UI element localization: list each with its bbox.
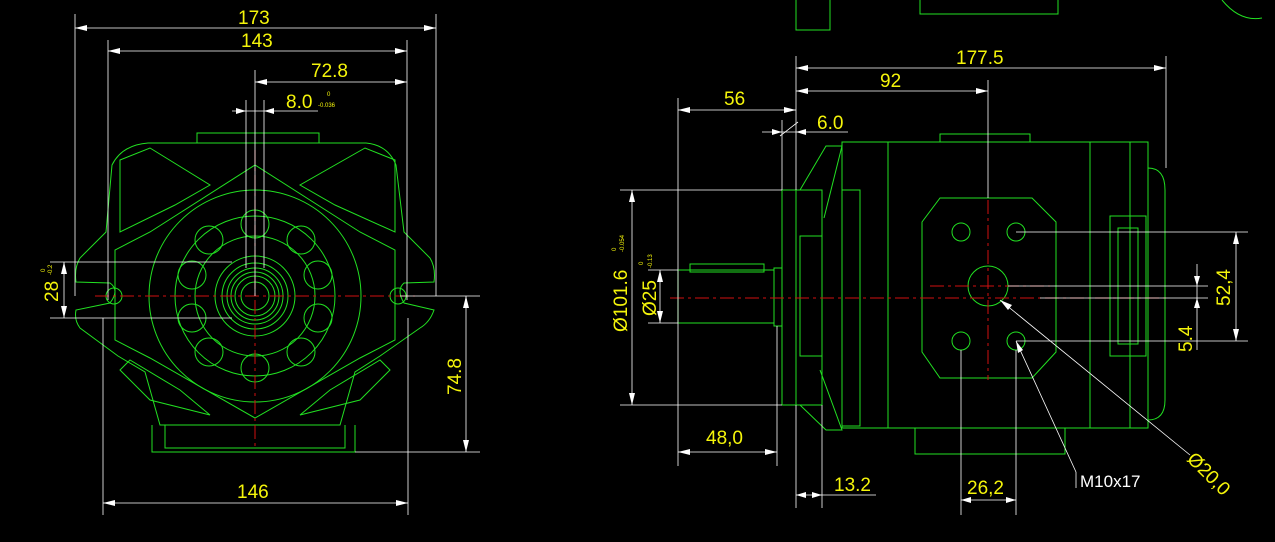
dim-173-label: 173 [238,8,270,29]
side-view [670,0,1263,455]
thread-label: M10x17 [1080,472,1140,491]
dim-177-5-label: 177.5 [956,48,1004,69]
front-pocket-5 [286,337,316,367]
dim-8-0-tol-upper: 0 [327,92,331,98]
front-rib-br [299,359,391,416]
front-pocket-9 [177,260,207,290]
front-top-lug [196,132,320,144]
dim-52-4-label: 52,4 [1214,269,1235,306]
dim-13-2-label: 13.2 [834,475,871,496]
dim-25-label: Ø25 [640,280,661,316]
side-top-fragment-1 [795,0,831,31]
side-shaft [677,269,775,324]
front-rib-bl [119,359,211,416]
front-pocket-4 [303,303,333,333]
front-bottom-base [151,425,356,453]
front-rib-tl [119,147,211,233]
front-pocket-3 [303,260,333,290]
front-pocket-7 [194,337,224,367]
side-shaft-step [773,267,783,327]
dim-25-tol-upper: 0 [639,261,645,265]
side-rear-cap [1147,167,1166,421]
front-pocket-10 [194,225,224,255]
side-flange-bottom-chamfer [799,369,843,431]
dim-6-0-label: 6.0 [817,113,843,134]
front-bottom-base-inner [164,425,346,449]
leader-m10 [1015,340,1077,473]
dim-101-6-label: Ø101.6 [611,270,632,332]
side-key [689,263,765,273]
dim-28-tol-lower: -0.2 [48,264,54,275]
dim-8-0-tol-lower: -0.036 [318,103,336,109]
dim-92-label: 92 [880,71,901,92]
side-dimensions: 177.5 92 56 6.0 Ø101.6 0 -0.054 [611,48,1248,515]
dim-74-8-label: 74.8 [445,358,466,395]
side-base [914,427,1066,455]
front-rib-tr [298,147,396,233]
dim-5-4-label: 5.4 [1176,325,1197,352]
side-flange-rib [799,235,823,357]
side-bolt-hole-bl [951,331,971,351]
side-body-inner-left [841,189,861,427]
side-bolt-hole-tl [951,222,971,242]
dim-26-2-label: 26,2 [967,478,1004,499]
dim-25-tol-lower: -0.13 [648,254,654,268]
dim-28-label: 28 [42,281,63,302]
dim-101-6-tol-lower: -0.054 [620,234,626,252]
front-flange-outline [75,142,435,426]
dim-146-label: 146 [237,482,269,503]
side-flange-top-chamfer [799,145,843,219]
dim-143-label: 143 [241,31,273,52]
front-pocket-2 [286,225,316,255]
dim-56-label: 56 [724,89,745,110]
dim-8-0-label: 8.0 [286,92,312,113]
side-top-boss [939,133,1031,143]
front-inner-diamond [114,164,396,419]
side-top-fragment-3 [1221,0,1263,20]
dim-72-8-label: 72.8 [311,61,348,82]
front-dimensions: 173 143 72.8 8.0 0 -0.036 28 0 -0.2 [41,8,480,515]
dim-101-6-tol-upper: 0 [612,247,618,251]
side-port-flange [921,197,1057,379]
leader-d20 [999,299,1191,456]
dim-20-label: Ø20,0 [1182,449,1233,500]
dim-28-tol-upper: 0 [41,268,47,272]
dim-48-label: 48,0 [706,428,743,449]
side-top-fragment-2 [919,0,1059,15]
